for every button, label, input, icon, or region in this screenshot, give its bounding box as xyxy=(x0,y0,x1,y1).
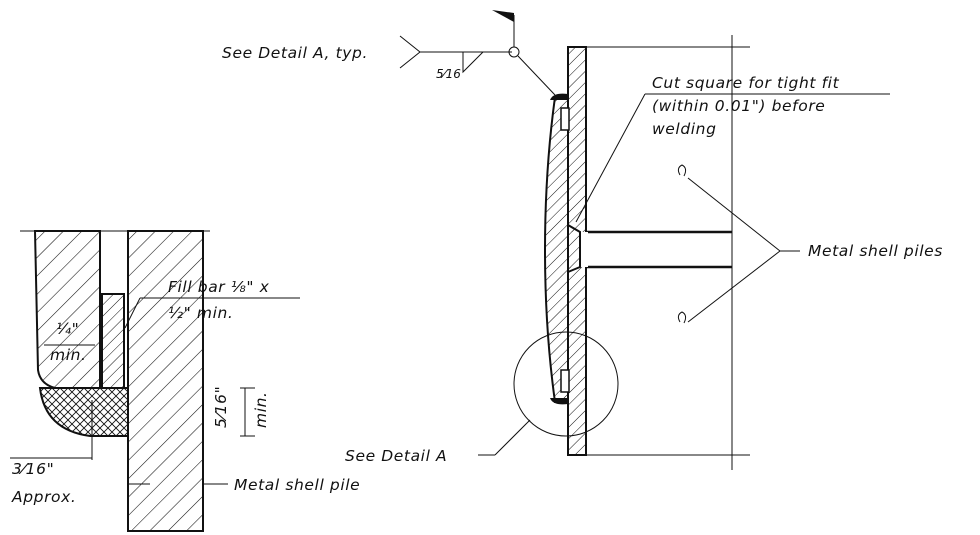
lower-fill-bar xyxy=(560,369,570,393)
cut-square-line3: welding xyxy=(652,120,717,138)
fillet-weld-icon xyxy=(462,51,484,74)
approx-label: Approx. xyxy=(11,488,76,506)
weld-size-label: 5⁄16 xyxy=(436,67,461,81)
upper-fill-bar xyxy=(560,107,570,131)
lower-break-mark xyxy=(677,311,687,324)
five-sixteenths-label: 5⁄16" xyxy=(212,386,230,428)
min-vertical-label: min. xyxy=(252,391,270,428)
cut-square-line1: Cut square for tight fit xyxy=(652,74,840,92)
leaders xyxy=(478,93,890,456)
cut-square-line2: (within 0.01") before xyxy=(652,97,825,115)
weld-arrow-line xyxy=(517,55,556,96)
detail-a-circle xyxy=(513,331,619,437)
quarter-inch-label: ¼" xyxy=(56,320,79,338)
detail-fill-bar xyxy=(101,293,125,389)
min-label: min. xyxy=(50,346,87,364)
detail-sleeve xyxy=(33,230,101,389)
elevation-view xyxy=(513,35,750,470)
field-weld-flag-icon xyxy=(492,10,514,22)
metal-shell-pile-label: Metal shell pile xyxy=(234,476,360,494)
lower-weld xyxy=(550,398,568,405)
detail-a xyxy=(10,230,300,532)
metal-shell-piles-label: Metal shell piles xyxy=(808,242,943,260)
see-detail-a-label: See Detail A xyxy=(345,447,447,465)
fill-bar-line2: ½" min. xyxy=(168,304,233,322)
see-detail-a-typ-label: See Detail A, typ. xyxy=(222,44,368,62)
detail-weld xyxy=(38,387,129,437)
weld-symbol xyxy=(399,10,556,96)
upper-weld xyxy=(550,93,568,100)
upper-break-mark xyxy=(677,164,687,177)
fill-bar-line1: Fill bar ⅛" x xyxy=(168,278,270,296)
three-sixteenths-label: 3⁄16" xyxy=(12,460,54,478)
detail-pile-wall xyxy=(127,230,204,532)
